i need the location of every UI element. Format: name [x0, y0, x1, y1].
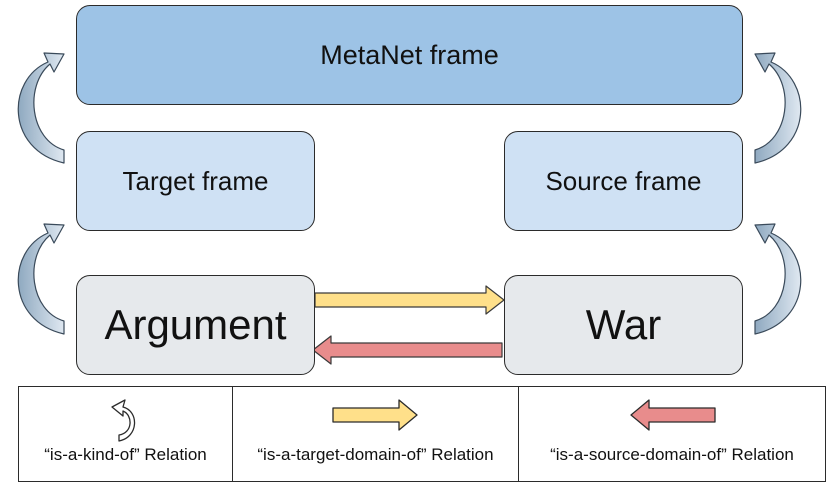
- legend-target-domain-cell: “is-a-target-domain-of” Relation: [232, 387, 518, 481]
- kind-of-arrow-source-to-metanet: [754, 52, 802, 164]
- legend-target-domain-label: “is-a-target-domain-of” Relation: [257, 445, 494, 464]
- legend-kind-of-label: “is-a-kind-of” Relation: [44, 445, 207, 464]
- curved-arrow-icon: [110, 399, 135, 442]
- metanet-frame-box: MetaNet frame: [76, 5, 743, 105]
- legend: “is-a-kind-of” Relation “is-a-target-dom…: [18, 386, 826, 482]
- kind-of-arrow-war-to-source: [754, 223, 802, 335]
- target-domain-arrow: [314, 285, 505, 315]
- target-frame-box: Target frame: [76, 131, 315, 231]
- source-frame-label: Source frame: [545, 165, 702, 196]
- war-box: War: [504, 275, 743, 375]
- kind-of-arrow-argument-to-target: [17, 223, 65, 335]
- argument-label: Argument: [104, 301, 287, 348]
- legend-kind-of-cell: “is-a-kind-of” Relation: [19, 387, 232, 481]
- target-frame-label: Target frame: [122, 165, 269, 196]
- yellow-arrow-icon: [331, 399, 418, 431]
- legend-source-domain-cell: “is-a-source-domain-of” Relation: [518, 387, 825, 481]
- legend-source-domain-label: “is-a-source-domain-of” Relation: [550, 445, 794, 464]
- argument-box: Argument: [76, 275, 315, 375]
- source-frame-box: Source frame: [504, 131, 743, 231]
- metanet-frame-label: MetaNet frame: [320, 39, 499, 70]
- red-arrow-icon: [630, 399, 716, 431]
- source-domain-arrow: [312, 335, 503, 365]
- war-label: War: [585, 301, 662, 348]
- kind-of-arrow-target-to-metanet: [17, 52, 65, 164]
